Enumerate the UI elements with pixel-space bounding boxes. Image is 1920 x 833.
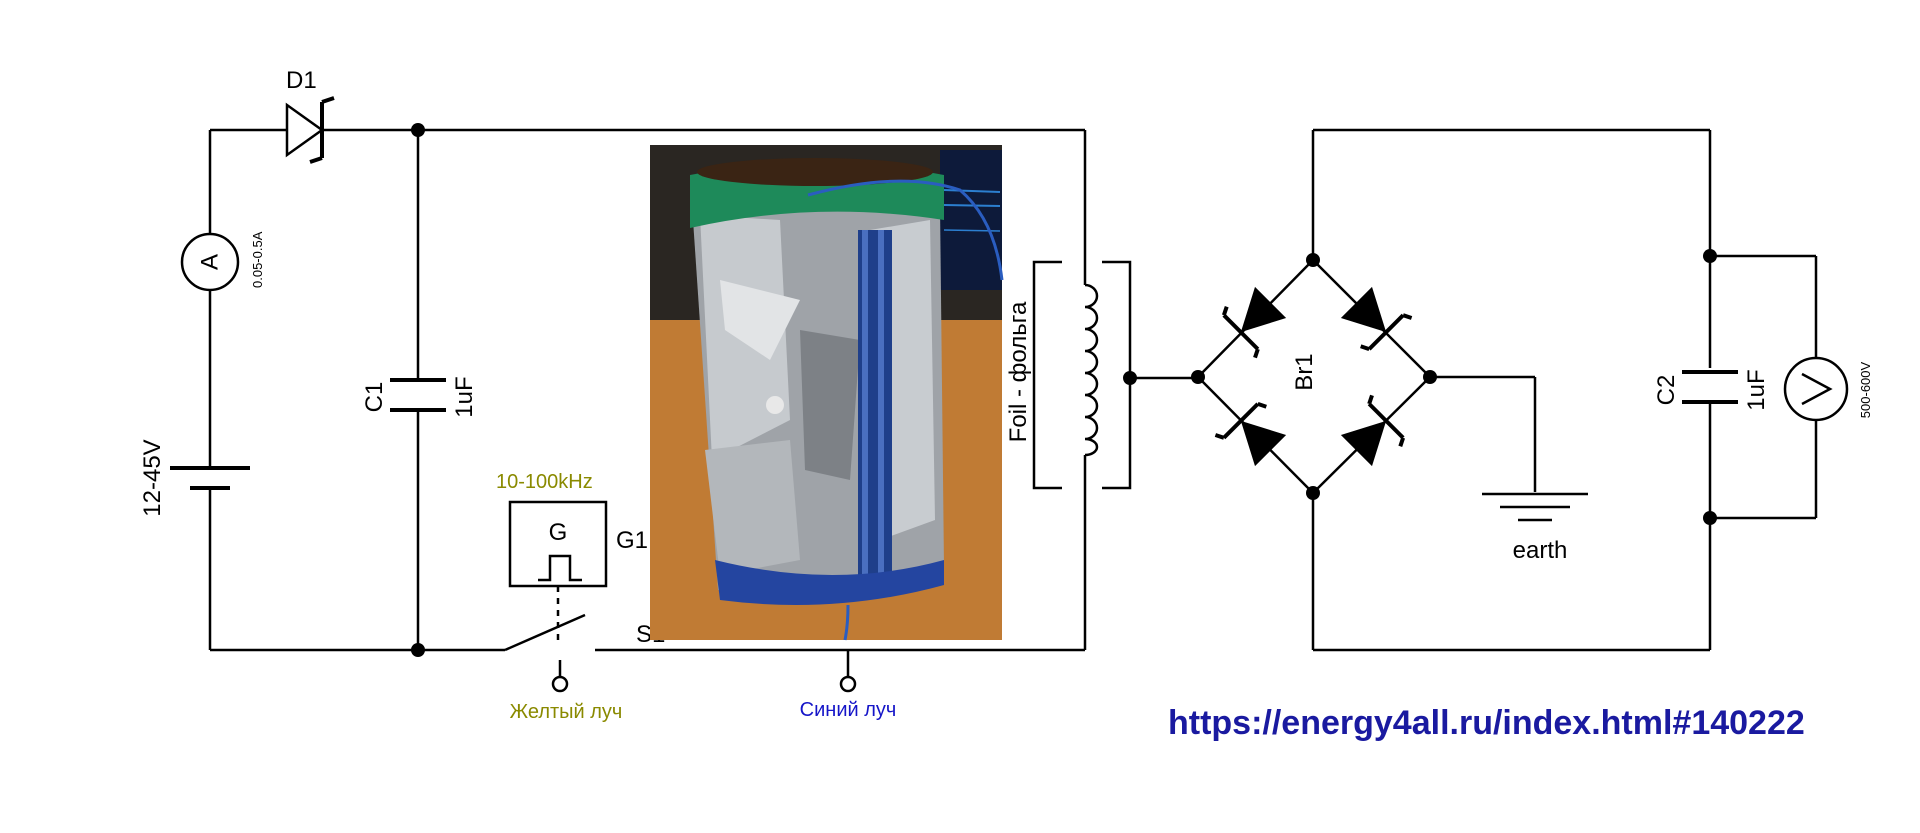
ammeter-symbol: A	[197, 254, 224, 270]
ammeter: A 0.05-0.5A	[180, 231, 265, 292]
earth-label: earth	[1513, 537, 1568, 564]
zener-diode-d1: D1	[285, 67, 335, 164]
bridge-rectifier-br1: Br1	[1191, 128, 1710, 652]
capacitor-c1: C1 1uF	[361, 376, 478, 417]
square-wave-icon	[538, 554, 582, 582]
left-circuit-wires	[208, 128, 1087, 680]
junction-node	[411, 643, 425, 657]
bridge-diode	[1214, 401, 1287, 467]
junction-node	[1123, 371, 1137, 385]
d1-label: D1	[286, 67, 317, 94]
generator-frequency-label: 10-100kHz	[496, 471, 593, 493]
battery-label: 12-45V	[139, 439, 166, 516]
junction-node	[1191, 370, 1205, 384]
junction-node	[1703, 249, 1717, 263]
c2-value-label: 1uF	[1743, 369, 1770, 410]
junction-node	[1423, 370, 1437, 384]
junction-node	[1306, 253, 1320, 267]
c1-value-label: 1uF	[451, 376, 478, 417]
c2-label: C2	[1653, 375, 1680, 406]
battery: 12-45V	[139, 439, 250, 517]
earth-ground: earth	[1482, 492, 1588, 564]
foil-coil-photo	[650, 145, 1004, 641]
bridge-diode	[1221, 286, 1287, 359]
bridge-diode	[1340, 394, 1406, 467]
blue-ray-terminal	[839, 675, 857, 693]
yellow-ray-label: Желтый луч	[510, 701, 623, 723]
voltmeter: 500-600V	[1783, 356, 1873, 422]
voltmeter-v-icon	[1801, 372, 1833, 406]
foil-label: Foil - фольга	[1005, 301, 1032, 442]
generator-symbol: G	[549, 519, 568, 546]
bridge-diode	[1340, 286, 1413, 352]
capacitor-c2: C2 1uF	[1653, 369, 1770, 410]
switch-s1: S1	[504, 613, 665, 693]
yellow-ray-terminal	[551, 675, 569, 693]
junction-node	[1306, 486, 1320, 500]
ammeter-range-label: 0.05-0.5A	[250, 231, 265, 288]
output-stage: C2 1uF 500-600V	[1653, 130, 1873, 650]
generator-g1: 10-100kHz G G1	[496, 471, 648, 640]
source-url: https://energy4all.ru/index.html#140222	[1168, 704, 1805, 742]
blue-ray-label: Синий луч	[800, 699, 897, 721]
junction-node	[411, 123, 425, 137]
c1-label: C1	[361, 382, 388, 413]
junction-node	[1703, 511, 1717, 525]
generator-name-label: G1	[616, 527, 648, 554]
bridge-label: Br1	[1291, 353, 1318, 390]
voltmeter-range-label: 500-600V	[1858, 361, 1873, 418]
foil-coil: Foil - фольга	[1005, 260, 1198, 490]
